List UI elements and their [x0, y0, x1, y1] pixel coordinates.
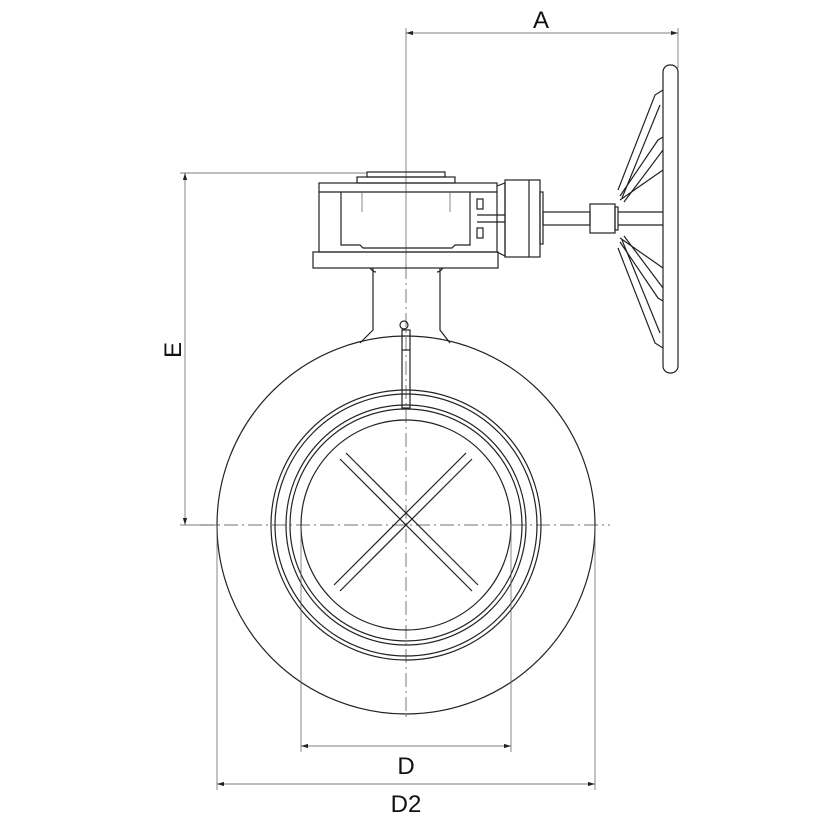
handwheel	[542, 64, 679, 374]
dimension-label-a: A	[533, 7, 549, 34]
dimension-e: E	[160, 172, 367, 526]
dimension-a: A	[406, 7, 679, 68]
dimension-label-e: E	[160, 342, 187, 358]
valve-body	[216, 320, 596, 715]
dimension-d2: D2	[216, 525, 596, 818]
dimension-d: D	[300, 525, 512, 780]
valve-neck	[359, 267, 451, 344]
dimension-label-d2: D2	[391, 791, 422, 818]
dimension-label-d: D	[397, 753, 414, 780]
gearbox	[312, 171, 544, 269]
centerlines	[200, 28, 610, 720]
